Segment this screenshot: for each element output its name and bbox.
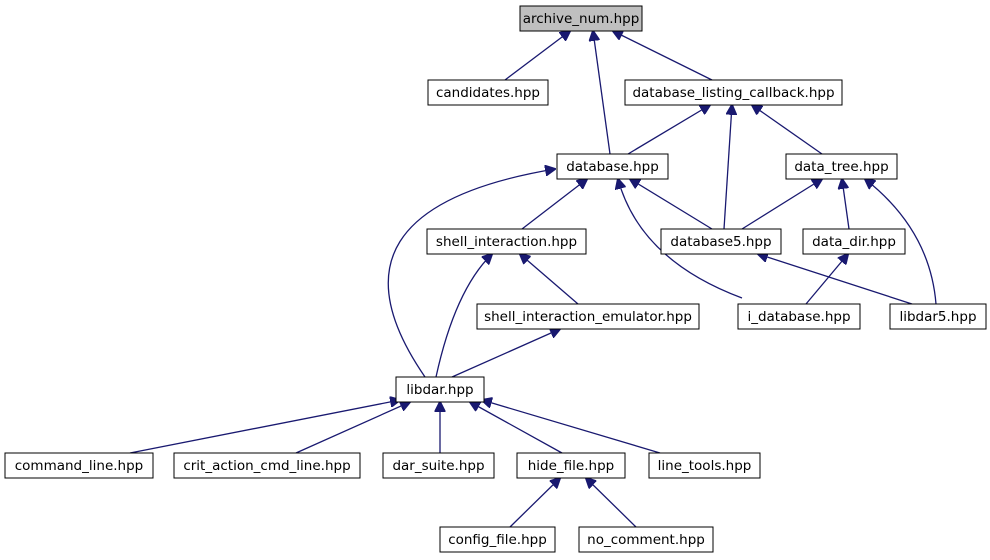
edge-data-dir-to-data-tree xyxy=(842,179,850,230)
node-libdar5[interactable]: libdar5.hpp xyxy=(889,303,987,330)
edge-candidates-to-archive-num xyxy=(504,31,570,81)
node-crit-action-cmd-line[interactable]: crit_action_cmd_line.hpp xyxy=(173,452,361,479)
node-box xyxy=(426,228,587,255)
dependency-edges xyxy=(129,31,937,528)
edge-i-database-to-data-dir xyxy=(805,254,848,305)
node-box xyxy=(660,228,782,255)
node-data-dir[interactable]: data_dir.hpp xyxy=(802,228,906,255)
node-label: candidates.hpp xyxy=(436,85,540,101)
node-label: shell_interaction.hpp xyxy=(436,234,577,250)
node-candidates[interactable]: candidates.hpp xyxy=(427,79,549,106)
edge-command-line-to-libdar xyxy=(129,400,400,454)
node-shell-interaction-emulator[interactable]: shell_interaction_emulator.hpp xyxy=(476,303,700,330)
node-data-tree[interactable]: data_tree.hpp xyxy=(785,153,898,180)
node-label: database_listing_callback.hpp xyxy=(632,85,834,101)
edge-libdar-to-shell-interaction-emulator xyxy=(451,329,560,378)
node-database-listing-callback[interactable]: database_listing_callback.hpp xyxy=(624,79,843,106)
node-label: config_file.hpp xyxy=(448,532,547,548)
node-box xyxy=(785,153,898,180)
edge-config-file-to-hide-file xyxy=(509,478,560,528)
node-config-file[interactable]: config_file.hpp xyxy=(439,526,556,553)
node-box xyxy=(476,303,700,330)
node-label: dar_suite.hpp xyxy=(392,458,484,474)
node-label: database5.hpp xyxy=(670,234,771,250)
node-label: database.hpp xyxy=(566,159,659,175)
node-box xyxy=(173,452,361,479)
node-box xyxy=(556,153,669,180)
node-box xyxy=(516,452,626,479)
node-label: hide_file.hpp xyxy=(528,458,614,474)
edge-libdar5-to-data-tree xyxy=(865,179,937,305)
node-box xyxy=(427,79,549,106)
node-database[interactable]: database.hpp xyxy=(556,153,669,180)
edge-database-listing-callback-to-archive-num xyxy=(613,31,713,81)
edge-database5-to-database xyxy=(630,179,713,230)
edge-database-to-archive-num xyxy=(593,31,611,155)
edge-libdar5-to-database5 xyxy=(758,254,913,305)
node-box xyxy=(648,452,761,479)
node-label: no_comment.hpp xyxy=(587,532,705,548)
edge-libdar-to-database xyxy=(387,169,555,378)
node-box xyxy=(889,303,987,330)
edge-no-comment-to-hide-file xyxy=(586,478,637,528)
edge-shell-interaction-emulator-to-shell-interaction xyxy=(520,254,579,305)
node-label: libdar.hpp xyxy=(406,382,473,398)
node-archive-num[interactable]: archive_num.hpp xyxy=(519,5,643,32)
node-box xyxy=(382,452,495,479)
node-box xyxy=(624,79,843,106)
node-shell-interaction[interactable]: shell_interaction.hpp xyxy=(426,228,587,255)
node-label: data_tree.hpp xyxy=(794,159,888,175)
node-box xyxy=(578,526,714,553)
edge-database-to-database-listing-callback xyxy=(627,105,710,155)
node-libdar[interactable]: libdar.hpp xyxy=(395,376,485,403)
node-label: crit_action_cmd_line.hpp xyxy=(183,458,350,474)
node-box xyxy=(519,5,643,32)
node-line-tools[interactable]: line_tools.hpp xyxy=(648,452,761,479)
node-label: libdar5.hpp xyxy=(899,309,976,325)
edge-hide-file-to-libdar xyxy=(470,402,563,454)
edge-database5-to-database-listing-callback xyxy=(723,105,732,230)
node-label: i_database.hpp xyxy=(747,309,850,325)
node-box xyxy=(737,303,861,330)
node-i-database[interactable]: i_database.hpp xyxy=(737,303,861,330)
node-no-comment[interactable]: no_comment.hpp xyxy=(578,526,714,553)
node-command-line[interactable]: command_line.hpp xyxy=(4,452,154,479)
edge-shell-interaction-to-database xyxy=(521,179,587,230)
node-database5[interactable]: database5.hpp xyxy=(660,228,782,255)
edge-crit-action-cmd-line-to-libdar xyxy=(295,402,410,454)
node-box xyxy=(4,452,154,479)
edge-i-database-to-database xyxy=(618,179,743,299)
edge-libdar-to-shell-interaction xyxy=(435,254,492,378)
node-label: line_tools.hpp xyxy=(658,458,752,474)
dependency-nodes: archive_num.hpp candidates.hpp database_li… xyxy=(4,5,987,553)
node-label: data_dir.hpp xyxy=(812,234,896,250)
node-box xyxy=(439,526,556,553)
node-hide-file[interactable]: hide_file.hpp xyxy=(516,452,626,479)
node-label: archive_num.hpp xyxy=(523,11,640,27)
node-label: shell_interaction_emulator.hpp xyxy=(484,309,692,325)
node-label: command_line.hpp xyxy=(15,458,143,474)
node-dar-suite[interactable]: dar_suite.hpp xyxy=(382,452,495,479)
edge-database5-to-data-tree xyxy=(741,179,822,230)
node-box xyxy=(395,376,485,403)
edge-line-tools-to-libdar xyxy=(482,400,661,454)
edge-data-tree-to-database-listing-callback xyxy=(752,105,823,155)
node-box xyxy=(802,228,906,255)
